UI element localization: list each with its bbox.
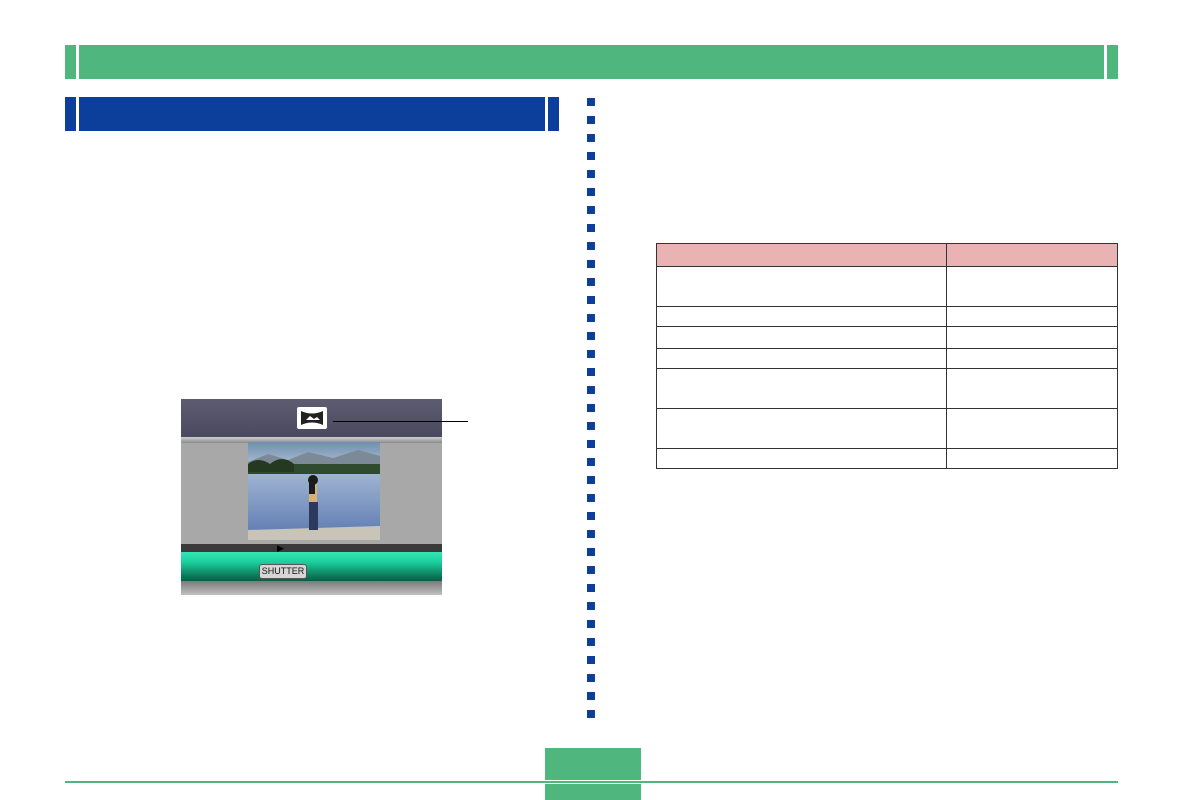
table-header-cell xyxy=(655,243,948,267)
table-cell xyxy=(946,348,1118,369)
play-icon: ▶ xyxy=(277,543,284,553)
table-row xyxy=(655,326,1118,349)
title-bar xyxy=(65,45,1118,79)
table-row xyxy=(655,408,1118,449)
monitor-separator xyxy=(181,437,442,443)
camera-monitor-screen: ▶ SHUTTER xyxy=(181,399,442,595)
table-cell xyxy=(946,266,1118,307)
callout-leader-line xyxy=(333,421,468,422)
page-number-block-lower xyxy=(545,784,641,800)
title-bar-stripe xyxy=(76,45,79,79)
table-cell xyxy=(655,306,948,327)
table-cell xyxy=(655,448,948,469)
monitor-dark-strip xyxy=(181,544,442,552)
table-row xyxy=(655,266,1118,307)
table-row xyxy=(655,448,1118,469)
section-bar-stripe xyxy=(545,97,548,131)
table-header-cell xyxy=(946,243,1118,267)
panorama-preview-image xyxy=(248,442,380,540)
table-cell xyxy=(655,326,948,349)
section-heading-bar xyxy=(65,97,559,131)
table-cell xyxy=(655,368,948,409)
monitor-guide-bar xyxy=(181,552,442,581)
title-bar-stripe xyxy=(1104,45,1107,79)
table-row xyxy=(655,348,1118,369)
table-cell xyxy=(655,348,948,369)
settings-table xyxy=(655,243,1118,469)
table-cell xyxy=(655,266,948,307)
table-cell xyxy=(946,448,1118,469)
panorama-icon xyxy=(297,407,327,429)
table-cell xyxy=(946,306,1118,327)
table-row xyxy=(655,368,1118,409)
page-number-block xyxy=(545,748,641,780)
column-divider xyxy=(587,98,595,720)
table-cell xyxy=(946,326,1118,349)
table-cell xyxy=(946,368,1118,409)
shutter-button[interactable]: SHUTTER xyxy=(259,564,307,579)
table-cell xyxy=(655,408,948,449)
monitor-bottom-bezel xyxy=(181,581,442,595)
table-cell xyxy=(946,408,1118,449)
table-row xyxy=(655,306,1118,327)
table-header-row xyxy=(655,243,1118,267)
footer-rule xyxy=(65,781,1118,783)
section-bar-stripe xyxy=(76,97,79,131)
